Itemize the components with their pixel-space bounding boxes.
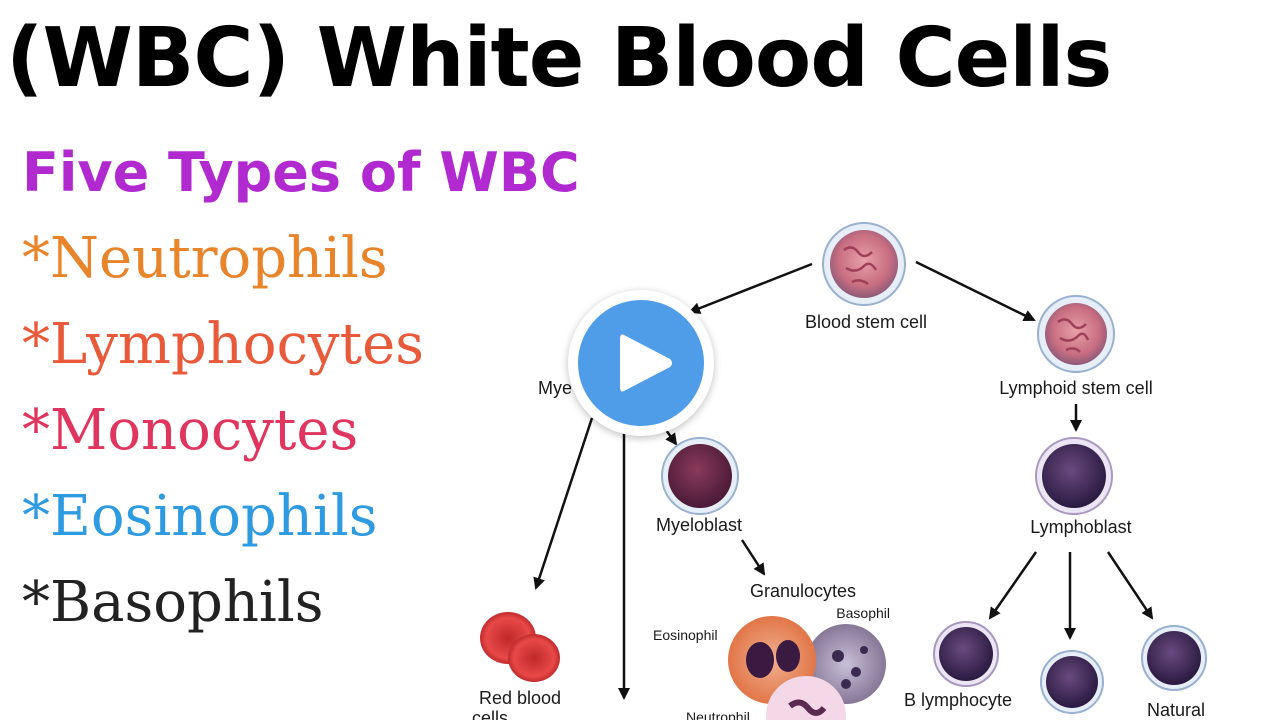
label-natural-killer: Natural (1147, 700, 1205, 720)
t-lymphocyte-cell (1040, 650, 1104, 714)
type-item-lymphocytes: *Lymphocytes (22, 310, 424, 396)
type-item-monocytes: *Monocytes (22, 396, 424, 482)
page-title: (WBC) White Blood Cells (6, 11, 1112, 106)
type-item-neutrophils: *Neutrophils (22, 224, 424, 310)
label-red-blood-cells: Red blood (479, 688, 561, 708)
myeloblast-cell (661, 437, 739, 515)
play-button-inner[interactable] (578, 300, 704, 426)
arrow-to-natural-killer (1106, 551, 1154, 620)
arrow-to-b-lymphocyte (988, 551, 1038, 620)
label-b-lymphocyte: B lymphocyte (904, 690, 1012, 710)
neutrophil-cell (766, 676, 846, 720)
type-label: *Lymphocytes (22, 312, 424, 377)
label-neutrophil: Neutrophil (686, 709, 750, 720)
type-label: *Eosinophils (22, 484, 378, 549)
play-icon (620, 334, 672, 392)
type-label: *Monocytes (22, 398, 359, 463)
type-item-basophils: *Basophils (22, 568, 424, 654)
b-lymphocyte-cell (933, 621, 999, 687)
label-blood-stem-cell: Blood stem cell (805, 312, 927, 332)
arrow-to-granulocytes (740, 539, 766, 576)
arrow-to-red-blood-cells (533, 417, 594, 590)
type-item-eosinophils: *Eosinophils (22, 482, 424, 568)
lymphoblast-cell (1035, 437, 1113, 515)
label-granulocytes: Granulocytes (750, 581, 856, 601)
arrows (533, 260, 1154, 700)
natural-killer-cell (1141, 625, 1207, 691)
subtitle: Five Types of WBC (22, 141, 580, 204)
blood-stem-cell (822, 222, 906, 306)
red-blood-cells (480, 612, 560, 682)
label-myeloblast: Myeloblast (656, 515, 742, 535)
play-button[interactable] (568, 290, 714, 436)
label-lymphoid-stem-cell: Lymphoid stem cell (999, 378, 1152, 398)
label-red-blood-cells-line2: cells (472, 708, 508, 720)
type-label: *Basophils (22, 570, 324, 635)
label-myeloid-stem-cell: Mye (538, 378, 572, 398)
arrow-stem-to-lymphoid (915, 260, 1036, 322)
wbc-types-list: *Neutrophils *Lymphocytes *Monocytes *Eo… (22, 224, 424, 654)
arrow-stem-to-myeloid (688, 262, 813, 314)
type-label: *Neutrophils (22, 226, 388, 291)
label-eosinophil: Eosinophil (653, 627, 718, 643)
label-lymphoblast: Lymphoblast (1030, 517, 1131, 537)
lymphoid-stem-cell (1037, 295, 1115, 373)
label-basophil: Basophil (836, 605, 890, 621)
